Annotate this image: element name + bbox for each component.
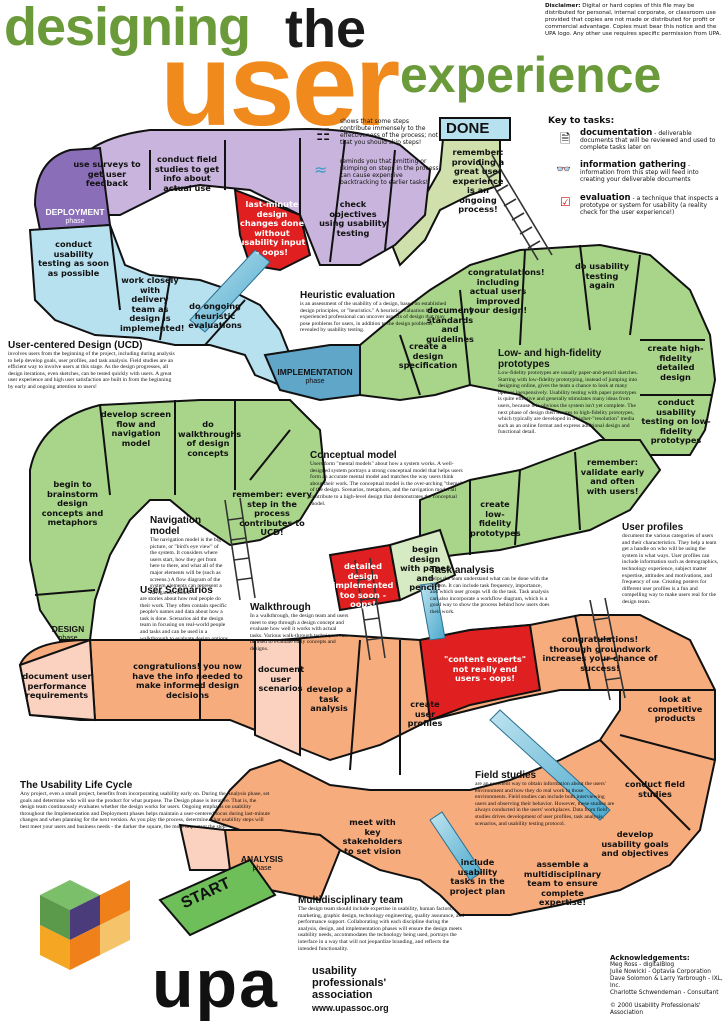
org-name: usability professionals' association xyxy=(312,965,387,1001)
square-remember-done: remember: providing a great user experie… xyxy=(451,147,505,214)
square-conduct-field-deploy: conduct field studies to get info about … xyxy=(154,154,220,193)
section-multi: Multidisciplinary team The design team s… xyxy=(298,895,465,952)
square-congrats-groundwork: congratulations! thorough groundwork inc… xyxy=(542,634,658,673)
square-conduct-usability-asap: conduct usability testing as soon as pos… xyxy=(38,239,109,278)
square-document-standards: document standards and guidelines xyxy=(426,305,474,344)
square-begin-brainstorm: begin to brainstorm design concepts and … xyxy=(41,479,104,527)
square-develop-task-analysis: develop a task analysis xyxy=(306,684,352,713)
square-do-usability-again: do usability testing again xyxy=(574,261,630,290)
square-detailed-design: detailed design implemented too soon - o… xyxy=(332,561,394,609)
square-last-minute: last-minute design changes done without … xyxy=(238,199,306,257)
title-user: user xyxy=(160,19,400,151)
square-include-tasks: include usability tasks in the project p… xyxy=(449,857,506,896)
square-document-requirements: document user performance requirements xyxy=(22,671,92,700)
key-documentation: documentation - deliverable documents th… xyxy=(580,128,716,151)
square-do-ongoing: do ongoing heuristic evaluations xyxy=(188,301,242,330)
section-profiles: User profiles document the various categ… xyxy=(622,522,719,605)
title-designing: designing xyxy=(4,0,251,57)
section-scenarios: User Scenarios are stories about how rea… xyxy=(140,585,230,642)
square-develop-screen-flow: develop screen flow and navigation model xyxy=(100,409,172,448)
org-url[interactable]: www.upassoc.org xyxy=(312,1003,389,1013)
square-develop-goals: develop usability goals and objectives xyxy=(601,829,669,858)
square-begin-design-paper: begin design with paper and pencil! xyxy=(400,544,450,592)
section-walkthrough: Walkthrough In a walkthrough, the design… xyxy=(250,602,349,652)
document-icon: 🗎 xyxy=(560,132,571,147)
square-check-objectives: check objectives using usability testing xyxy=(319,199,387,238)
section-lowhigh: Low- and high-fidelity prototypes Low-fi… xyxy=(498,348,638,436)
square-meet-stakeholders: meet with key stakeholders to set vision xyxy=(342,817,403,856)
done-label: DONE xyxy=(446,120,490,137)
section-lifecycle: The Usability Life Cycle Any project, ev… xyxy=(20,780,270,830)
glasses-icon: 👓 xyxy=(556,162,571,176)
square-create-profiles: create user profiles xyxy=(407,699,443,728)
disclaimer: Disclaimer: Digital or hard copies of th… xyxy=(545,3,722,37)
title-experience: experience xyxy=(400,47,662,103)
square-do-walkthroughs: do walkthroughs of design concepts xyxy=(178,419,242,458)
ladder-icon: ☷ xyxy=(316,125,331,144)
square-assemble-team: assemble a multidisciplinary team to ens… xyxy=(523,859,602,907)
key-ladder-text: shows that some steps contribute immense… xyxy=(340,118,438,146)
key-slide-text: reminds you that omitting or skimping on… xyxy=(340,158,439,186)
square-create-hifi: create high-fidelity detailed design xyxy=(647,343,704,382)
square-document-scenarios: document user scenarios xyxy=(258,664,304,693)
section-heuristic: Heuristic evaluation is an assessment of… xyxy=(300,290,447,334)
section-field: Field studies are an excellent way to ob… xyxy=(475,770,615,827)
section-task: Task analysis helps the team understand … xyxy=(430,565,550,615)
checkbox-icon: ☑ xyxy=(560,195,571,209)
square-remember-every-step: remember: every step in the process cont… xyxy=(232,489,312,537)
key-evaluation: evaluation - a technique that inspects a… xyxy=(580,193,719,216)
square-remember-validate: remember: validate early and often with … xyxy=(580,457,645,496)
key-information: information gathering - information from… xyxy=(580,160,699,183)
square-create-lofi: create low-fidelity prototypes xyxy=(470,499,521,538)
key-heading: Key to tasks: xyxy=(548,116,615,126)
square-congrats-info: congratulions! you now have the info nee… xyxy=(132,661,243,700)
square-conduct-field-studies: conduct field studies xyxy=(625,779,685,799)
square-look-competitive: look at competitive products xyxy=(647,694,703,723)
section-conceptual: Conceptual model Users form "mental mode… xyxy=(310,450,463,507)
section-ucd: User-centered Design (UCD) involves user… xyxy=(8,340,175,390)
section-navigation: Navigation model The navigation model is… xyxy=(150,515,223,596)
title-the: the xyxy=(285,0,366,59)
square-create-spec: create a design specification xyxy=(398,341,458,370)
square-work-closely: work closely with delivery team as desig… xyxy=(120,275,185,333)
square-use-surveys: use surveys to get user feedback xyxy=(73,159,141,188)
square-congrats-actual-users: congratulations! including actual users … xyxy=(468,267,545,315)
acknowledgements: Acknowledgements: Meg Ross - digitalBlog… xyxy=(610,954,723,1017)
slide-icon: ≈ xyxy=(314,160,328,179)
square-content-experts: "content experts" not really end users -… xyxy=(444,654,526,683)
upa-logo: upa xyxy=(152,946,279,1022)
square-conduct-lofi: conduct usability testing on low-fidelit… xyxy=(641,397,711,445)
